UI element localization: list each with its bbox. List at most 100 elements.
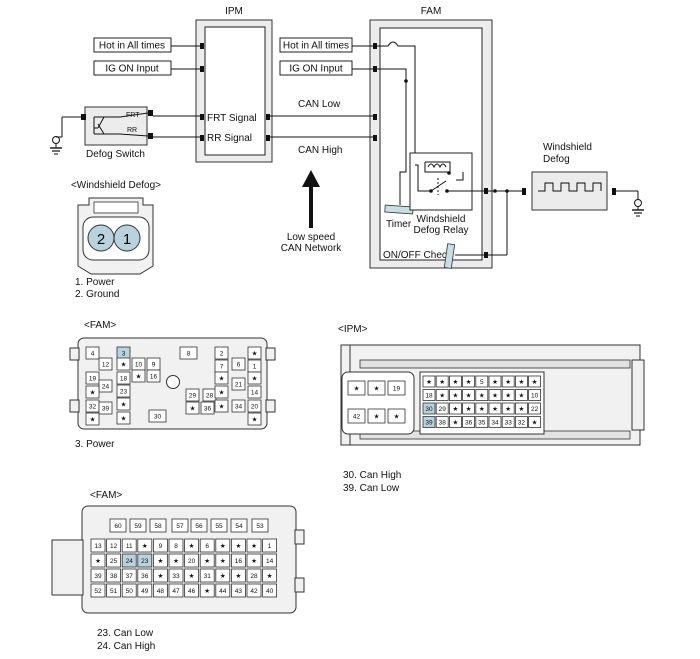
ipm-pin-label: ★ (518, 391, 524, 399)
rr-signal-label: RR Signal (207, 133, 252, 144)
fam2-pin-label: 24 (126, 558, 134, 565)
fam2-pin-label: 42 (250, 588, 258, 595)
onoff-check-label: ON/OFF Check (383, 250, 453, 261)
ipm-note-1: 30. Can High (343, 470, 401, 481)
fam2-pin-label: 12 (110, 543, 118, 550)
ipm-pin-label: ★ (394, 412, 400, 420)
fam1-pin-label: 30 (154, 413, 162, 420)
fam1-key-hole (166, 375, 180, 389)
fam2-pin-label: 31 (204, 573, 212, 580)
fam2-pin (121, 568, 137, 583)
fam1-pin-label: ★ (190, 404, 196, 412)
fam2-pin (210, 518, 228, 533)
fam2-pin (230, 583, 246, 598)
fam2-title: <FAM> (90, 490, 122, 501)
fam2-pin (149, 518, 167, 533)
ipm-pin (488, 389, 502, 401)
fam2-pin-label: ★ (189, 542, 195, 550)
fam2-pin (90, 583, 106, 598)
fam1-pin-label: ★ (219, 388, 225, 396)
fam1-pin (85, 346, 100, 360)
fam2-pin (152, 568, 168, 583)
fam1-pin-label: ★ (252, 374, 258, 382)
fam2-pin (106, 538, 121, 553)
frt-label: FRT (126, 112, 140, 119)
fam2-pin-label: 25 (110, 558, 118, 565)
ipm-pin (515, 389, 528, 401)
fam2-note-1: 23. Can Low (97, 628, 154, 639)
fam1-pin (231, 399, 246, 413)
ipm-pin (422, 416, 436, 428)
fam2-pin (251, 518, 269, 533)
ipm-ig-input-box (93, 60, 172, 76)
ipm-pin-label: 36 (465, 419, 473, 426)
rr-label: RR (127, 127, 137, 134)
ipm-pin (266, 114, 270, 120)
ipm-pin-label: ★ (452, 418, 458, 426)
ipm-pin (501, 375, 515, 388)
ipm-pin-label: ★ (505, 405, 511, 413)
fam1-pin (247, 399, 262, 413)
fam1-pin (179, 346, 198, 360)
ipm-pin (435, 416, 449, 428)
ipm-pin (367, 408, 386, 424)
fam1-pin (185, 388, 200, 402)
fam1-pin (85, 371, 100, 385)
windshield-defog-label-1: Windshield (543, 142, 592, 153)
fam2-pin (137, 568, 153, 583)
fam2-pin-label: 55 (215, 523, 223, 530)
fam2-pin-label: ★ (189, 572, 195, 580)
fam2-pin (109, 518, 127, 533)
fam-ig-input-label: IG ON Input (289, 64, 343, 75)
ipm-pin-label: 18 (425, 392, 433, 399)
fam1-pin (98, 401, 113, 415)
fam1-pin-label: ★ (219, 402, 225, 410)
fam1-pin-label: 24 (102, 383, 110, 390)
ipm-pin (435, 389, 449, 401)
fam2-pin (184, 583, 200, 598)
fam2-pin-label: 51 (110, 588, 118, 595)
fam1-pin-label: 12 (102, 361, 110, 368)
ipm-pin (501, 389, 515, 401)
fam2-pin-label: 33 (172, 573, 180, 580)
fam2-pin-label: ★ (267, 572, 273, 580)
fam2-pin-label: ★ (142, 542, 148, 550)
ipm-pin-label: 32 (518, 419, 526, 426)
relay-label-1: Windshield (417, 214, 466, 225)
ipm-pin-label: ★ (426, 378, 432, 386)
fam2-pin-label: 59 (134, 523, 142, 530)
fam2-pin (215, 568, 231, 583)
fam1-pin-label: 4 (91, 350, 95, 357)
ipm-pin-label: ★ (439, 391, 445, 399)
fam1-pin-label: 19 (89, 375, 97, 382)
fam1-pin (214, 346, 229, 360)
ipm-pin (475, 375, 489, 388)
fam2-pin-label: 46 (188, 588, 196, 595)
timer-element (384, 204, 414, 215)
ipm-pin-label: 5 (480, 379, 484, 386)
fam2-pin-label: ★ (220, 542, 226, 550)
wd-note-2: 2. Ground (75, 289, 119, 300)
fam2-pin-label: 6 (205, 543, 209, 550)
fam1-pin-label: ★ (219, 374, 225, 382)
wd-note-1: 1. Power (75, 277, 115, 288)
fam2-pin-label: ★ (251, 557, 257, 565)
network-label-2: CAN Network (281, 243, 343, 254)
ipm-pin (515, 375, 528, 388)
ipm-title: IPM (225, 6, 243, 17)
fam2-pin (137, 553, 153, 568)
fam2-latch (51, 539, 84, 596)
fam2-pin (121, 553, 137, 568)
ipm-pin-label: ★ (466, 405, 472, 413)
fam-module-inner (379, 27, 483, 261)
ipm-pin (347, 408, 366, 424)
fam2-pin (230, 538, 246, 553)
ipm-pin-label: 19 (393, 385, 401, 392)
fam1-pin (146, 369, 161, 383)
ipm-pin-label: ★ (532, 378, 538, 386)
fam2-pin-label: 49 (141, 588, 149, 595)
ipm-hot-input-label: Hot in All times (99, 41, 165, 52)
ipm-pin-label: ★ (505, 391, 511, 399)
fam2-pin-label: 37 (126, 573, 134, 580)
